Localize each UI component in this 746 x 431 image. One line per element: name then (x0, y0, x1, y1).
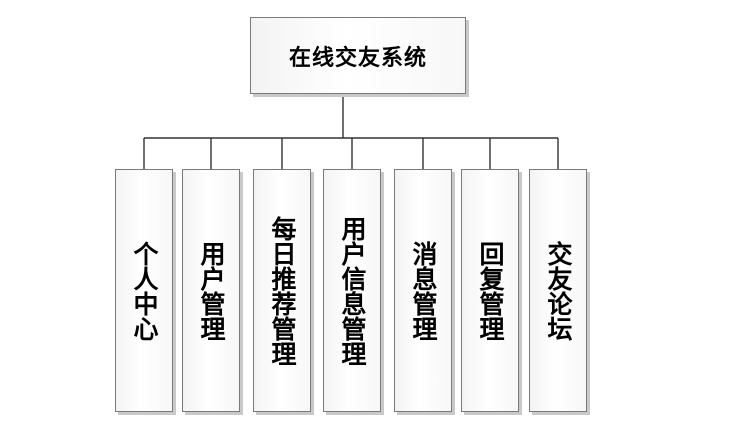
root-node-label: 在线交友系统 (288, 45, 427, 71)
child-node-user-management: 用户管理 (182, 169, 240, 412)
child-node-message-management: 消息管理 (394, 169, 452, 412)
child-node-daily-recommendation-management: 每日推荐管理 (253, 169, 311, 412)
child-node-label: 消息管理 (409, 240, 438, 341)
child-node-user-info-management: 用户信息管理 (323, 169, 381, 412)
child-node-label: 用户信息管理 (338, 215, 367, 366)
child-node-label: 用户管理 (197, 240, 226, 341)
root-node: 在线交友系统 (250, 17, 466, 94)
child-node-label: 交友论坛 (544, 240, 573, 341)
child-node-label: 回复管理 (476, 240, 505, 341)
child-node-reply-management: 回复管理 (461, 169, 519, 412)
child-node-label: 每日推荐管理 (268, 215, 297, 366)
child-node-label: 个人中心 (130, 240, 159, 341)
child-node-personal-center: 个人中心 (115, 169, 173, 412)
child-node-friend-forum: 交友论坛 (529, 169, 587, 412)
